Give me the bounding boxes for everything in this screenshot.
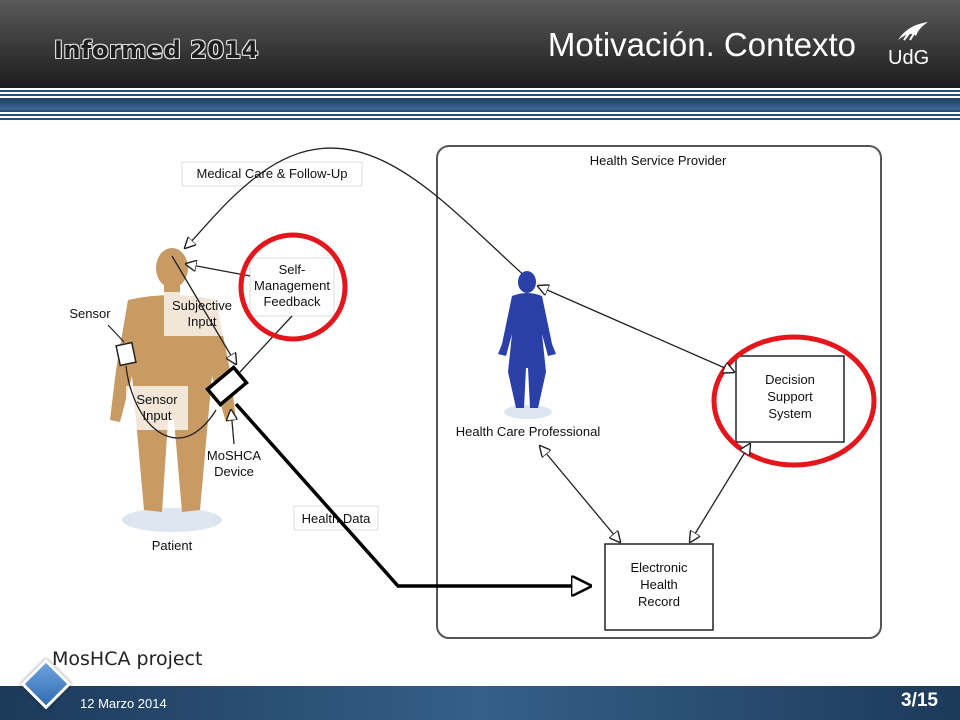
slide-title: Motivación. Contexto — [547, 26, 856, 63]
health-data-arrow — [234, 402, 590, 586]
dss-label-1: Decision — [765, 372, 815, 387]
ehr-label-3: Record — [638, 594, 680, 609]
patient-label: Patient — [152, 538, 193, 553]
footer-date: 12 Marzo 2014 — [80, 696, 167, 711]
sensor-input-label-2: Input — [143, 408, 172, 423]
ehr-label-1: Electronic — [630, 560, 688, 575]
self-management-label-2: Management — [254, 278, 330, 293]
provider-title: Health Service Provider — [590, 153, 727, 168]
subjective-input-bg — [164, 292, 236, 336]
footer-bar: 12 Marzo 2014 3/15 — [0, 686, 960, 720]
hcp-label: Health Care Professional — [456, 424, 601, 439]
dss-box — [735, 355, 845, 443]
dss-highlight — [711, 334, 877, 468]
caption: MosHCA project — [52, 648, 203, 670]
moshca-device-label-1: MoSHCA — [207, 448, 262, 463]
sensor-input-label-1: Sensor — [136, 392, 178, 407]
header-bar: Informed 2014 Motivación. Contexto UdG — [0, 0, 960, 88]
moshca-diagram: Health Service Provider Medical Care & F… — [69, 145, 882, 639]
page-number: 3/15 — [901, 690, 938, 711]
self-management-label-3: Feedback — [263, 294, 321, 309]
self-management-label-1: Self- — [279, 262, 306, 277]
moshca-device — [205, 364, 249, 408]
ehr-label-2: Health — [640, 577, 678, 592]
sensor-device — [115, 341, 137, 367]
subjective-input-label-2: Input — [188, 314, 217, 329]
udg-logo-icon: UdG — [888, 22, 929, 68]
moshca-device-label-2: Device — [214, 464, 254, 479]
sensor-input-bg — [126, 386, 188, 430]
brand-label: Informed 2014 — [54, 36, 259, 64]
sensor-label: Sensor — [69, 306, 111, 321]
dss-label-2: Support — [767, 389, 813, 404]
self-management-highlight — [238, 232, 348, 342]
dss-label-3: System — [768, 406, 811, 421]
header-stripes — [0, 88, 960, 120]
medical-care-label: Medical Care & Follow-Up — [197, 166, 348, 181]
self-management-bg — [249, 257, 335, 317]
medical-care-arrow — [185, 147, 528, 279]
logo-text: UdG — [888, 47, 929, 68]
ehr-box — [604, 543, 714, 631]
